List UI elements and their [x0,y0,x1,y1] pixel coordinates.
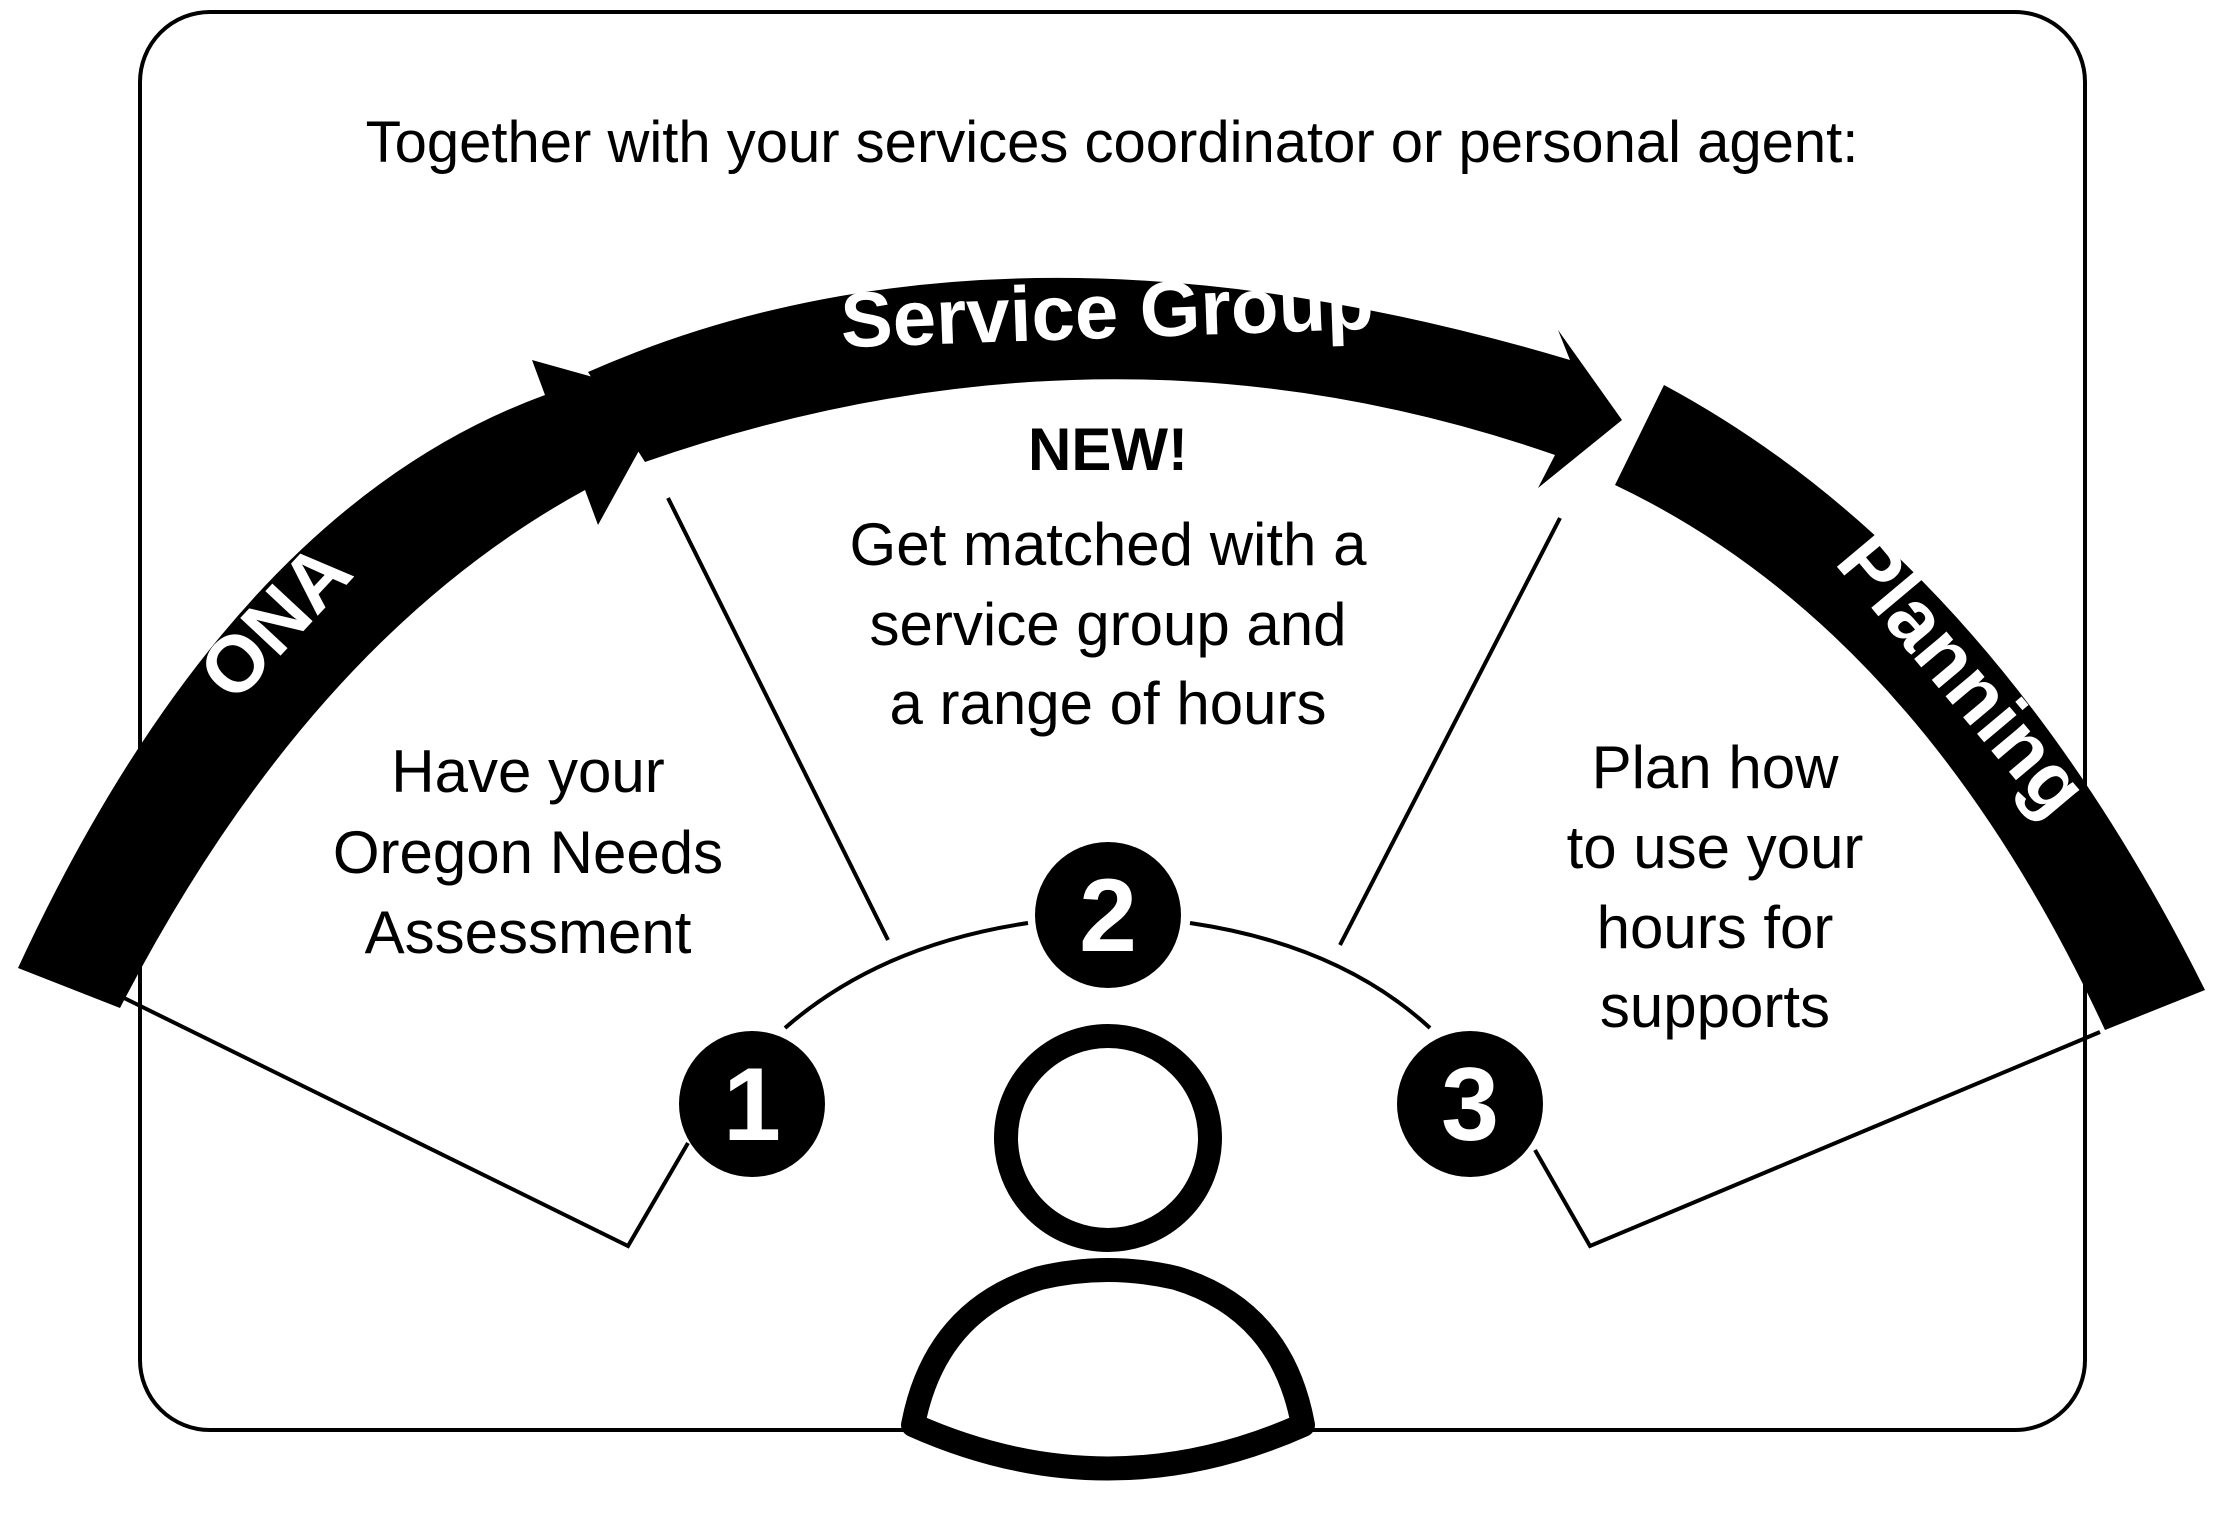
step-1-text: Have your Oregon Needs Assessment [333,738,723,966]
step-1-number: 1 [723,1047,781,1163]
divider-left [666,497,890,941]
step-3-number: 3 [1441,1047,1499,1163]
service-group-arrow-band [588,277,1622,488]
heading: Together with your services coordinator … [366,110,1859,175]
step-3-line-1: Plan how [1592,734,1839,801]
service-group-label: Service Group [839,258,1375,365]
inner-arc-right [1189,921,1432,1030]
step-2-line-3: a range of hours [890,670,1327,737]
step-2-number: 2 [1079,858,1137,974]
step-3-text: Plan how to use your hours for supports [1567,734,1864,1040]
step-3-line-2: to use your [1567,814,1864,881]
inner-arc-left [783,921,1029,1030]
step-2-text: Get matched with a service group and a r… [850,511,1368,737]
step-3-line-3: hours for [1597,894,1834,961]
divider-right [1338,517,1562,946]
wedge-right-outline [1533,1030,2101,1249]
step-1-line-3: Assessment [365,899,692,966]
wedge-left-outline [119,994,690,1249]
step-2-line-1: Get matched with a [850,511,1368,578]
planning-arrow-band [1615,385,2205,1030]
step-3-line-4: supports [1600,973,1830,1040]
step-2-line-2: service group and [870,591,1347,658]
step-2-badge: 2 [1035,842,1181,988]
ona-arrow-band [18,360,668,1008]
planning-label: Planning [1820,516,2105,832]
step-3-badge: 3 [1397,1031,1543,1177]
new-badge: NEW! [1028,416,1188,483]
person-icon [901,1024,1315,1481]
step-1-badge: 1 [679,1031,825,1177]
step-1-line-1: Have your [391,738,664,805]
step-1-line-2: Oregon Needs [333,819,723,886]
